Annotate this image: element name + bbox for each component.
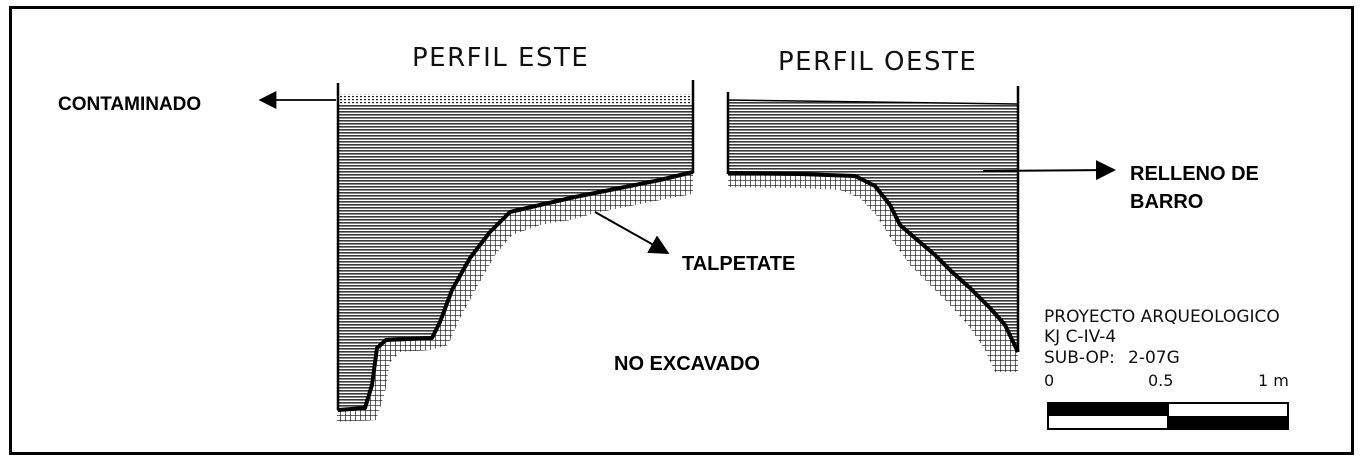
figure-frame [9, 6, 1354, 455]
project-line2: KJ C-IV-4 [1044, 327, 1116, 347]
project-subop-label: SUB-OP: [1044, 348, 1115, 368]
project-info: PROYECTO ARQUEOLOGICO KJ C-IV-4 SUB-OP: … [1044, 307, 1280, 368]
scale-tick-mid: 0.5 [1148, 371, 1173, 390]
east-contaminado-layer [338, 94, 693, 104]
project-line1: PROYECTO ARQUEOLOGICO [1044, 307, 1280, 327]
relleno-label-line2: BARRO [1130, 191, 1203, 213]
scale-tick-0: 0 [1044, 371, 1054, 390]
west-profile [726, 86, 1020, 372]
talpetate-annotation: TALPETATE [594, 211, 795, 275]
east-fill-layer [338, 104, 693, 408]
scale-tick-end: 1 m [1258, 371, 1289, 390]
west-fill-layer [728, 100, 1018, 350]
west-boundary-line [727, 171, 1020, 353]
talpetate-label: TALPETATE [682, 253, 795, 275]
west-profile-title: PERFIL OESTE [778, 47, 977, 77]
project-subop-value: 2-07G [1128, 348, 1180, 368]
east-boundary-line [337, 170, 694, 412]
east-talpetate-layer [337, 172, 693, 422]
contaminado-annotation: CONTAMINADO [58, 91, 336, 115]
east-profile [336, 80, 695, 422]
no-excavado-label: NO EXCAVADO [614, 353, 760, 375]
contaminado-label: CONTAMINADO [58, 94, 201, 115]
east-profile-title: PERFIL ESTE [412, 43, 589, 73]
relleno-label-line1: RELLENO DE [1130, 163, 1259, 185]
relleno-annotation: RELLENO DE BARRO [982, 160, 1259, 213]
scale-bar: 0 0.5 1 m [1044, 371, 1289, 430]
west-talpetate-layer [728, 173, 1018, 372]
